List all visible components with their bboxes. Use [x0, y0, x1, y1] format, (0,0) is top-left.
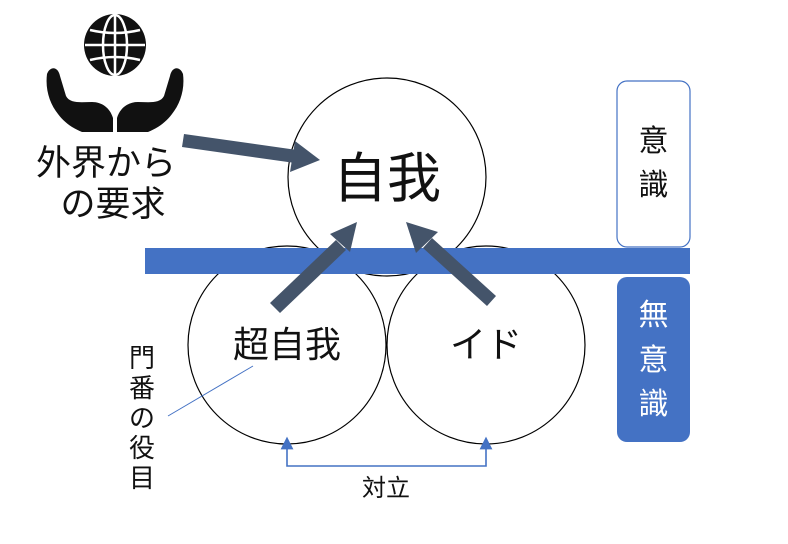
unconscious-char-3: 識 [639, 387, 669, 422]
gatekeeper-char-3: の [129, 404, 155, 434]
superego-to-ego-arrow [270, 222, 357, 313]
superego-label: 超自我 [233, 325, 341, 366]
conscious-char-1: 意 [639, 124, 669, 159]
external-to-ego-arrow [182, 134, 320, 172]
ego-label: 自我 [333, 147, 441, 210]
gatekeeper-char-2: 番 [129, 374, 155, 404]
gatekeeper-char-5: 目 [129, 464, 155, 494]
hands-holding-globe-icon [46, 13, 184, 132]
conflict-arrow [280, 436, 493, 467]
external-demand-line-2: の要求 [60, 185, 165, 225]
unconscious-char-1: 無 [639, 298, 669, 333]
conscious-char-2: 識 [639, 168, 669, 203]
conflict-label: 対立 [362, 474, 410, 502]
boundary-bar [145, 248, 690, 274]
conscious-box [616, 80, 691, 248]
id-to-ego-arrow [406, 222, 496, 306]
external-demand-line-1: 外界から [36, 144, 176, 184]
gatekeeper-pointer-line [167, 365, 254, 417]
gatekeeper-char-4: 役 [129, 434, 155, 464]
gatekeeper-char-1: 門 [129, 344, 155, 374]
unconscious-box [617, 277, 690, 442]
ego-circle [287, 77, 487, 277]
unconscious-char-2: 意 [639, 343, 669, 378]
id-label: イド [450, 325, 522, 366]
